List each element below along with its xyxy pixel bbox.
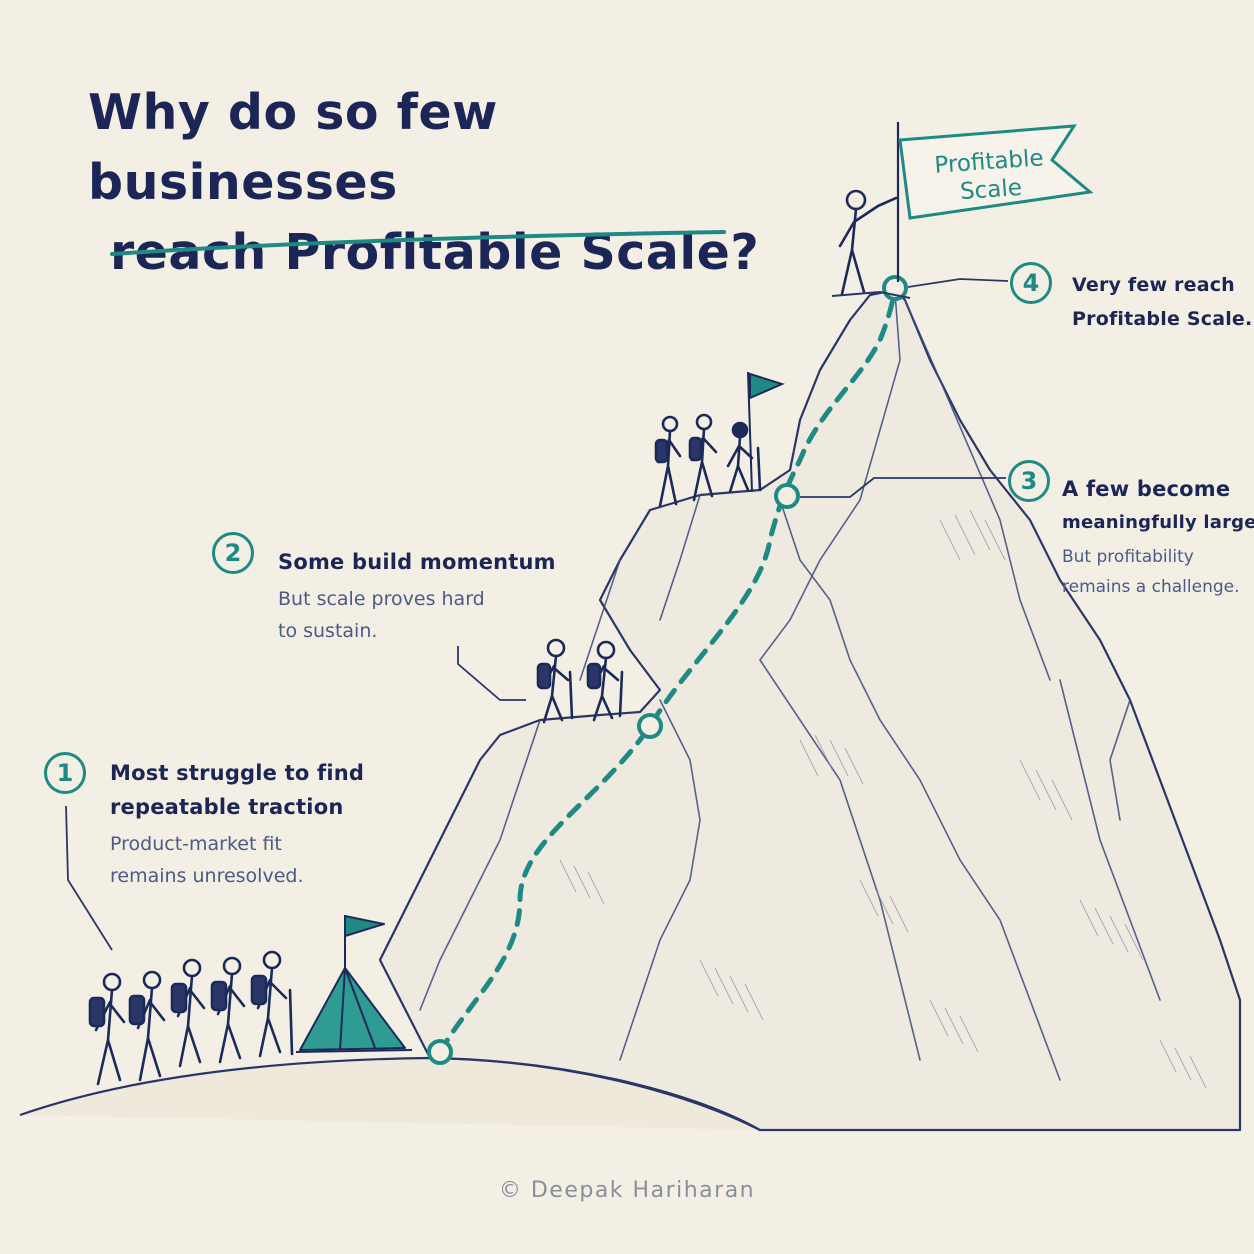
climber-icon [726, 421, 762, 494]
step-3-badge: 3 [1008, 460, 1050, 502]
step-1-label: Most struggle to find repeatable tractio… [110, 756, 364, 892]
step-3-heading: A few become meaningfully large. [1062, 472, 1254, 540]
climber-icon [210, 956, 246, 1064]
step-4-heading-line-1: Very few reach [1072, 274, 1235, 296]
step-1-subtext-line-1: Product-market fit [110, 833, 282, 855]
climber-icon [536, 638, 574, 724]
climber-icon [654, 415, 682, 508]
climbers [88, 189, 898, 1086]
step-4-heading-line-2: Profitable Scale. [1072, 308, 1253, 330]
step-1-heading-line-2: repeatable traction [110, 795, 344, 819]
step-2-badge: 2 [212, 532, 254, 574]
step-2-subtext-line-2: to sustain. [278, 620, 378, 642]
step-3-subtext-line-2: remains a challenge. [1062, 577, 1240, 597]
mountain-ridges [419, 291, 1161, 1081]
step-1-badge: 1 [44, 752, 86, 794]
step-3-label: A few become meaningfully large. But pro… [1062, 472, 1254, 602]
checkpoint-icon [427, 275, 908, 1065]
step-1-subtext: Product-market fit remains unresolved. [110, 828, 364, 892]
step-3-subtext-line-1: But profitability [1062, 547, 1194, 567]
climber-icon [250, 950, 294, 1058]
step-3-heading-line-2: meaningfully large. [1062, 512, 1254, 533]
step-1-subtext-line-2: remains unresolved. [110, 865, 304, 887]
mountain-hatching [559, 509, 1207, 1089]
label-connectors [65, 278, 1009, 951]
step-2-subtext: But scale proves hard to sustain. [278, 583, 556, 647]
step-4-heading: Very few reach Profitable Scale. [1072, 268, 1252, 336]
step-4-label: Very few reach Profitable Scale. [1072, 268, 1252, 336]
summit-flag-label: Profitable Scale [918, 143, 1062, 209]
step-4-badge: 4 [1010, 262, 1052, 304]
climber-icon [170, 958, 206, 1068]
step-2-label: Some build momentum But scale proves har… [278, 545, 556, 647]
step-1-heading: Most struggle to find repeatable tractio… [110, 756, 364, 824]
summit-ledge [831, 290, 911, 299]
title-underline [110, 230, 726, 256]
climber-icon [688, 413, 718, 502]
step-2-subtext-line-1: But scale proves hard [278, 588, 485, 610]
step-3-subtext: But profitability remains a challenge. [1062, 542, 1254, 602]
title-line-1: Why do so few businesses [88, 84, 498, 211]
page-title: Why do so few businesses reach Profitabl… [88, 78, 808, 288]
mountain-body [378, 288, 1242, 1132]
climber-icon [88, 972, 126, 1086]
climb-path [437, 285, 898, 1055]
step-2-heading: Some build momentum [278, 545, 556, 579]
climber-icon [586, 640, 624, 722]
step-3-heading-line-1: A few become [1062, 477, 1231, 501]
summit-flag-icon [896, 122, 1094, 282]
step-2-heading-line-1: Some build momentum [278, 550, 556, 574]
step-1-heading-line-1: Most struggle to find [110, 761, 365, 785]
tent-icon [295, 915, 413, 1053]
author-credit: © Deepak Hariharan [498, 1178, 756, 1203]
flag-icon [747, 371, 785, 493]
climber-icon [838, 189, 898, 296]
climber-icon [128, 970, 166, 1082]
